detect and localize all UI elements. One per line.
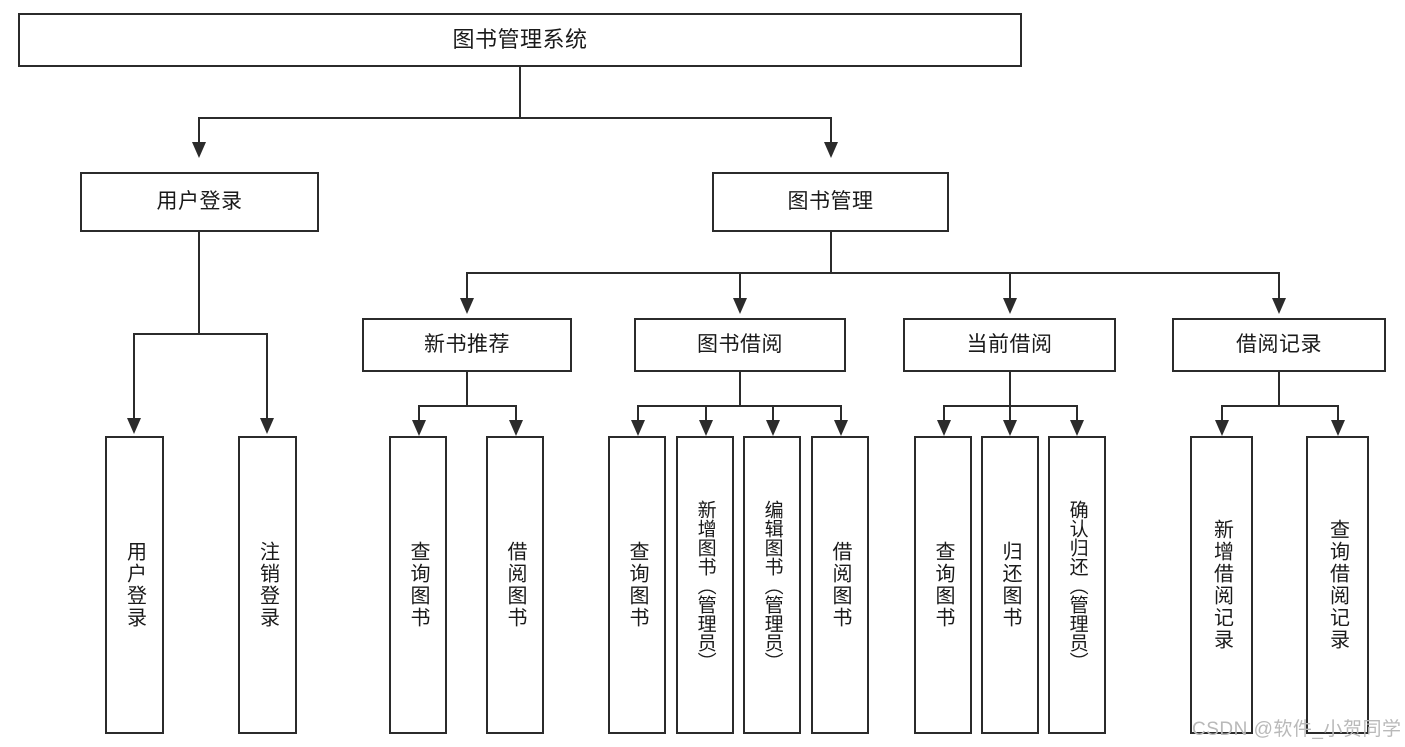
connector-root-drop-1 (198, 117, 200, 143)
node-label: 查询借阅记录 (1326, 519, 1349, 651)
arrowhead-to-book-borrow (733, 298, 747, 314)
connector-book-manage-drop-2 (739, 272, 741, 299)
arrowhead-to-new-book (460, 298, 474, 314)
connector-book-manage-stem (830, 232, 832, 273)
node-borrow-records[interactable]: 借阅记录 (1172, 318, 1386, 372)
arrowhead-current-borrow-leaf-2 (1003, 420, 1017, 436)
arrowhead-to-current-borrow (1003, 298, 1017, 314)
node-label: 用户登录 (123, 541, 146, 629)
node-label: 查询图书 (932, 541, 954, 629)
leaf-borrow-edit-book[interactable]: 编辑图书（管理员） (743, 436, 801, 734)
leaf-current-query-book[interactable]: 查询图书 (914, 436, 972, 734)
connector-current-borrow-drop-2 (1009, 405, 1011, 421)
connector-records-bar (1221, 405, 1338, 407)
node-label: 确认归还（管理员） (1066, 499, 1088, 671)
leaf-new-book-query[interactable]: 查询图书 (389, 436, 447, 734)
node-label: 图书管理系统 (452, 27, 588, 53)
leaf-user-login-logout[interactable]: 注销登录 (238, 436, 297, 734)
node-label: 新增借阅记录 (1210, 519, 1233, 651)
node-label: 借阅图书 (504, 541, 526, 629)
leaf-borrow-query-book[interactable]: 查询图书 (608, 436, 666, 734)
node-label: 归还图书 (999, 541, 1021, 629)
connector-user-login-drop-2 (266, 333, 268, 419)
node-label: 编辑图书（管理员） (761, 499, 783, 671)
node-label: 新书推荐 (424, 332, 510, 356)
node-book-borrow[interactable]: 图书借阅 (634, 318, 846, 372)
connector-book-borrow-drop-4 (840, 405, 842, 421)
connector-book-borrow-drop-3 (772, 405, 774, 421)
node-label: 查询图书 (407, 541, 429, 629)
connector-book-manage-bar (466, 272, 1278, 274)
node-book-management[interactable]: 图书管理 (712, 172, 949, 232)
node-label: 查询图书 (626, 541, 648, 629)
connector-user-login-bar (133, 333, 267, 335)
leaf-borrow-add-book[interactable]: 新增图书（管理员） (676, 436, 734, 734)
connector-new-book-drop-1 (418, 405, 420, 421)
node-label: 图书借阅 (697, 332, 783, 356)
arrowhead-book-borrow-leaf-1 (631, 420, 645, 436)
connector-book-borrow-drop-2 (705, 405, 707, 421)
node-current-borrow[interactable]: 当前借阅 (903, 318, 1116, 372)
node-label: 用户登录 (156, 189, 243, 213)
arrowhead-to-book-manage (824, 142, 838, 158)
leaf-new-book-borrow[interactable]: 借阅图书 (486, 436, 544, 734)
arrowhead-new-book-leaf-1 (412, 420, 426, 436)
connector-book-borrow-bar (637, 405, 842, 407)
connector-records-drop-2 (1337, 405, 1339, 421)
arrowhead-book-borrow-leaf-3 (766, 420, 780, 436)
connector-root-bar (198, 117, 832, 119)
connector-book-manage-drop-3 (1009, 272, 1011, 299)
connector-records-stem (1278, 372, 1280, 406)
arrowhead-book-borrow-leaf-4 (834, 420, 848, 436)
connector-user-login-drop-1 (133, 333, 135, 419)
connector-current-borrow-drop-1 (943, 405, 945, 421)
connector-current-borrow-stem (1009, 372, 1011, 406)
connector-book-manage-drop-4 (1278, 272, 1280, 299)
connector-new-book-stem (466, 372, 468, 406)
arrowhead-user-login-leaf-2 (260, 418, 274, 434)
arrowhead-new-book-leaf-2 (509, 420, 523, 436)
leaf-current-confirm-return[interactable]: 确认归还（管理员） (1048, 436, 1106, 734)
connector-book-borrow-drop-1 (637, 405, 639, 421)
node-label: 新增图书（管理员） (694, 499, 716, 671)
leaf-user-login-login[interactable]: 用户登录 (105, 436, 164, 734)
arrowhead-records-leaf-2 (1331, 420, 1345, 436)
node-label: 注销登录 (256, 541, 279, 629)
leaf-current-return-book[interactable]: 归还图书 (981, 436, 1039, 734)
connector-records-drop-1 (1221, 405, 1223, 421)
connector-book-borrow-stem (739, 372, 741, 406)
leaf-borrow-borrow-book[interactable]: 借阅图书 (811, 436, 869, 734)
connector-new-book-drop-2 (515, 405, 517, 421)
node-label: 借阅记录 (1236, 332, 1322, 356)
arrowhead-current-borrow-leaf-3 (1070, 420, 1084, 436)
leaf-records-query-record[interactable]: 查询借阅记录 (1306, 436, 1369, 734)
arrowhead-current-borrow-leaf-1 (937, 420, 951, 436)
arrowhead-records-leaf-1 (1215, 420, 1229, 436)
connector-current-borrow-drop-3 (1076, 405, 1078, 421)
arrowhead-book-borrow-leaf-2 (699, 420, 713, 436)
arrowhead-user-login-leaf-1 (127, 418, 141, 434)
connector-book-manage-drop-1 (466, 272, 468, 299)
node-label: 借阅图书 (829, 541, 851, 629)
arrowhead-to-borrow-records (1272, 298, 1286, 314)
node-user-login[interactable]: 用户登录 (80, 172, 319, 232)
leaf-records-add-record[interactable]: 新增借阅记录 (1190, 436, 1253, 734)
node-root-system[interactable]: 图书管理系统 (18, 13, 1022, 67)
connector-root-stem (519, 67, 521, 118)
node-new-book-recommend[interactable]: 新书推荐 (362, 318, 572, 372)
node-label: 当前借阅 (966, 332, 1053, 356)
connector-root-drop-2 (830, 117, 832, 143)
arrowhead-to-user-login (192, 142, 206, 158)
node-label: 图书管理 (787, 189, 874, 213)
connector-new-book-bar (418, 405, 517, 407)
connector-user-login-stem (198, 232, 200, 334)
